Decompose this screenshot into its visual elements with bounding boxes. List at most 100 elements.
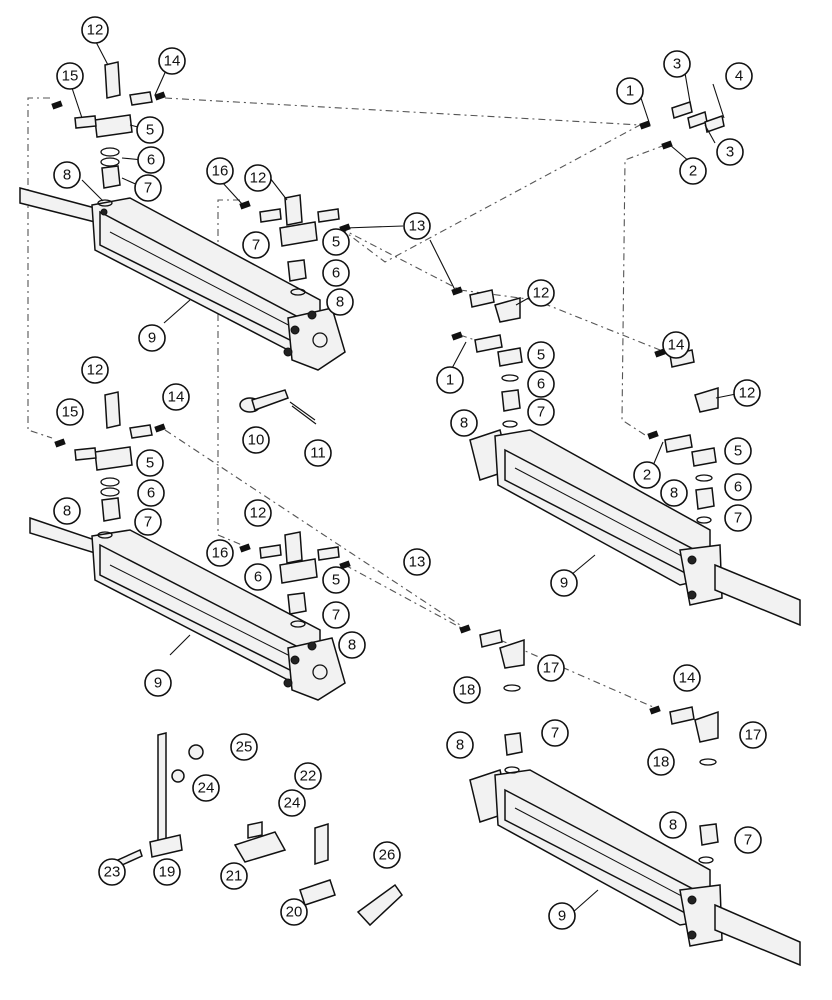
- callout-label-18b: 18: [653, 754, 670, 771]
- callout-label-2a: 2: [689, 163, 697, 180]
- callout-label-6c: 6: [537, 376, 545, 393]
- callout-label-17a: 17: [543, 660, 560, 677]
- callout-label-7b: 7: [252, 237, 260, 254]
- callout-17a: 17: [537, 654, 565, 682]
- callout-24a: 24: [192, 774, 220, 802]
- callout-8d: 8: [660, 479, 688, 507]
- callout-label-8a: 8: [63, 167, 71, 184]
- callout-6e: 6: [137, 479, 165, 507]
- callout-8c: 8: [450, 409, 478, 437]
- callout-label-13b: 13: [409, 554, 426, 571]
- callout-9c: 9: [144, 669, 172, 697]
- callout-5f: 5: [322, 566, 350, 594]
- callout-label-12f: 12: [250, 505, 267, 522]
- callout-label-5f: 5: [332, 572, 340, 589]
- callout-label-23: 23: [104, 864, 121, 881]
- callout-label-10: 10: [248, 432, 265, 449]
- callout-12f: 12: [244, 499, 272, 527]
- callout-label-9c: 9: [154, 675, 162, 692]
- hydraulic-cylinder-lower-right: [469, 769, 801, 967]
- callout-20: 20: [280, 898, 308, 926]
- callout-12a: 12: [81, 16, 109, 44]
- callout-6d: 6: [724, 473, 752, 501]
- callout-18b: 18: [647, 748, 675, 776]
- callout-6a: 6: [137, 146, 165, 174]
- callout-12c: 12: [527, 279, 555, 307]
- callout-label-12b: 12: [250, 170, 267, 187]
- callout-label-7a: 7: [144, 180, 152, 197]
- callout-1: 1: [616, 77, 644, 105]
- callout-label-12e: 12: [87, 362, 104, 379]
- callout-label-24a: 24: [198, 780, 215, 797]
- callout-3b: 3: [716, 138, 744, 166]
- callout-7d: 7: [724, 504, 752, 532]
- callout-label-16b: 16: [212, 545, 229, 562]
- callout-label-25: 25: [236, 739, 253, 756]
- callout-11: 11: [304, 439, 332, 467]
- callout-label-6a: 6: [147, 152, 155, 169]
- callout-label-5b: 5: [332, 234, 340, 251]
- callout-label-8f: 8: [348, 637, 356, 654]
- callout-14a: 14: [158, 47, 186, 75]
- callout-7a: 7: [134, 174, 162, 202]
- callout-label-11: 11: [310, 445, 326, 462]
- callout-3: 3: [663, 50, 691, 78]
- callout-13a: 13: [403, 212, 431, 240]
- callout-label-6d: 6: [734, 479, 742, 496]
- callout-17b: 17: [739, 721, 767, 749]
- callout-14b: 14: [662, 331, 690, 359]
- hose-end-bands: [51, 91, 673, 715]
- leader-lines: [71, 41, 742, 914]
- callout-12d: 12: [733, 379, 761, 407]
- callout-label-9d: 9: [558, 908, 566, 925]
- callout-24b: 24: [278, 789, 306, 817]
- callout-7c: 7: [527, 398, 555, 426]
- callout-16a: 16: [206, 157, 234, 185]
- callout-2: 2: [679, 157, 707, 185]
- callout-label-13a: 13: [409, 218, 426, 235]
- callout-label-8g: 8: [456, 737, 464, 754]
- callout-7f: 7: [322, 601, 350, 629]
- callout-label-1b: 1: [446, 372, 454, 389]
- callout-2b: 2: [633, 461, 661, 489]
- callout-label-6b: 6: [332, 265, 340, 282]
- callout-label-12d: 12: [739, 385, 756, 402]
- hose-routing: [27, 97, 666, 711]
- callout-label-12c: 12: [533, 285, 550, 302]
- callout-label-7c: 7: [537, 404, 545, 421]
- callout-12b: 12: [244, 164, 272, 192]
- callout-7g: 7: [541, 719, 569, 747]
- callout-label-26: 26: [379, 847, 396, 864]
- callout-label-7f: 7: [332, 607, 340, 624]
- callout-label-20: 20: [286, 904, 303, 921]
- callout-8f: 8: [338, 631, 366, 659]
- callout-label-7g: 7: [551, 725, 559, 742]
- hydraulic-cylinder-middle-left: [29, 516, 346, 701]
- callout-8g: 8: [446, 731, 474, 759]
- callout-5d: 5: [724, 437, 752, 465]
- callout-label-8c: 8: [460, 415, 468, 432]
- callout-label-5c: 5: [537, 347, 545, 364]
- callout-label-3a: 3: [673, 56, 681, 73]
- callout-6f: 6: [244, 563, 272, 591]
- callout-5b: 5: [322, 228, 350, 256]
- callout-15a: 15: [56, 62, 84, 90]
- callout-9a: 9: [138, 324, 166, 352]
- callout-label-9a: 9: [148, 330, 156, 347]
- callout-label-15a: 15: [62, 68, 79, 85]
- callout-label-16a: 16: [212, 163, 229, 180]
- callout-23: 23: [98, 858, 126, 886]
- callout-6c: 6: [527, 370, 555, 398]
- callout-label-5e: 5: [146, 455, 154, 472]
- callout-8e: 8: [53, 497, 81, 525]
- callout-label-8b: 8: [336, 294, 344, 311]
- callout-15b: 15: [56, 398, 84, 426]
- callout-8b: 8: [326, 288, 354, 316]
- callout-21: 21: [220, 862, 248, 890]
- mounting-hardware: [99, 732, 403, 927]
- callout-label-6f: 6: [254, 569, 262, 586]
- callout-8h: 8: [659, 811, 687, 839]
- callout-label-14a: 14: [164, 53, 181, 70]
- callout-10: 10: [242, 426, 270, 454]
